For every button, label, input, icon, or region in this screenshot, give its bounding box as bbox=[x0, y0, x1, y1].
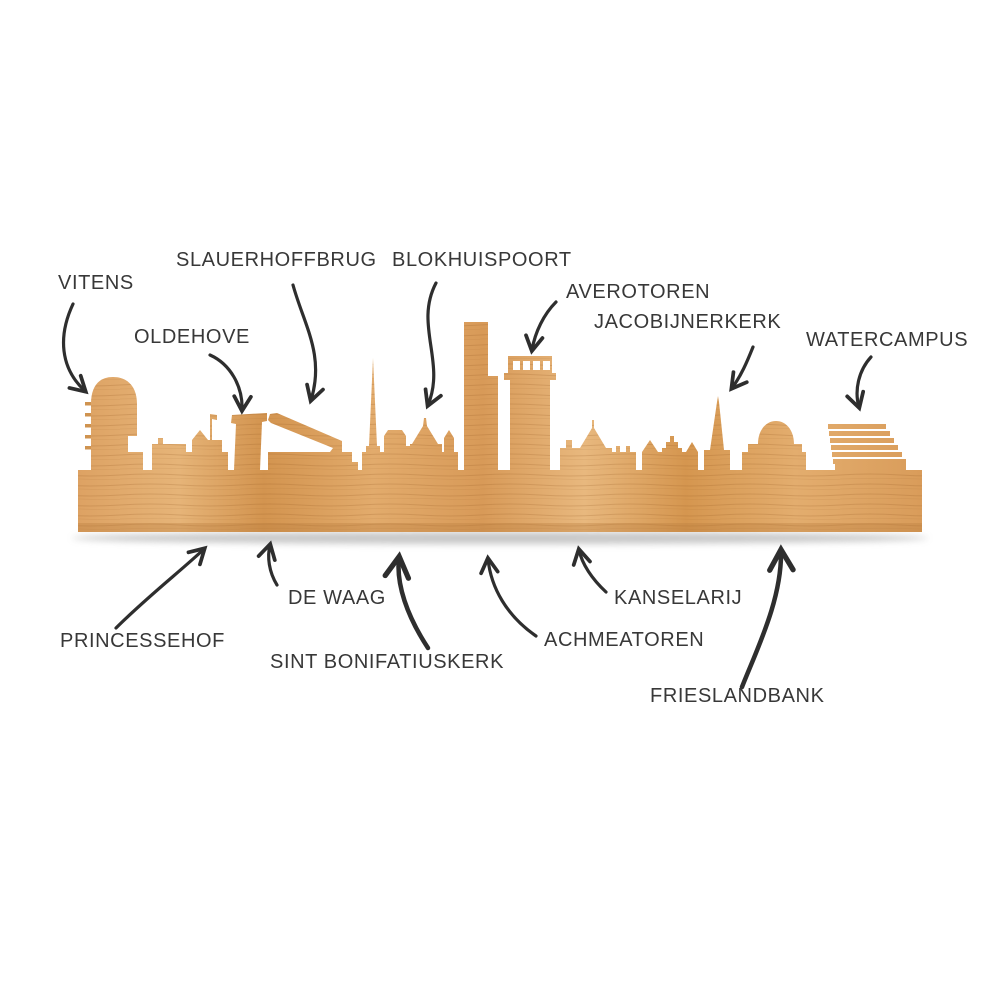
annotation-arrows bbox=[62, 281, 873, 690]
label-frieslandbank: FRIESLANDBANK bbox=[650, 685, 825, 707]
arrow-slauerhoffbrug bbox=[291, 283, 325, 405]
arrow-de-waag bbox=[256, 540, 279, 587]
watercampus-slats bbox=[828, 424, 906, 470]
label-slauerhoffbrug: SLAUERHOFFBRUG bbox=[176, 249, 377, 271]
arrow-blokhuispoort bbox=[423, 281, 443, 410]
arrow-achmeatoren bbox=[479, 554, 538, 638]
arrow-vitens bbox=[62, 302, 89, 395]
label-sint-bonifatiuskerk: SINT BONIFATIUSKERK bbox=[270, 651, 505, 673]
label-jacobijnerkerk: JACOBIJNERKERK bbox=[594, 311, 782, 333]
label-kanselarij: KANSELARIJ bbox=[614, 587, 743, 609]
averotoren-windows bbox=[513, 361, 550, 370]
label-vitens: VITENS bbox=[58, 272, 134, 294]
label-princessehof: PRINCESSEHOF bbox=[60, 630, 226, 652]
arrow-averotoren bbox=[524, 300, 558, 355]
label-watercampus: WATERCAMPUS bbox=[806, 329, 969, 351]
board-shadow bbox=[72, 532, 928, 544]
arrow-frieslandbank bbox=[739, 544, 796, 690]
arrow-sint-bonifatiuskerk bbox=[382, 551, 431, 651]
arrow-oldehove bbox=[208, 353, 253, 415]
label-achmeatoren: ACHMEATOREN bbox=[544, 629, 705, 651]
arrow-jacobijnerkerk bbox=[729, 345, 755, 392]
board-bottom-edge bbox=[78, 523, 922, 532]
label-averotoren: AVEROTOREN bbox=[566, 281, 711, 303]
label-de-waag: DE WAAG bbox=[288, 587, 386, 609]
arrow-watercampus bbox=[845, 355, 873, 412]
arrow-kanselarij bbox=[571, 545, 608, 594]
label-oldehove: OLDEHOVE bbox=[134, 326, 250, 348]
arrow-princessehof bbox=[114, 545, 208, 630]
vitens-fins bbox=[85, 402, 91, 450]
skyline-silhouette bbox=[78, 322, 922, 532]
label-blokhuispoort: BLOKHUISPOORT bbox=[392, 249, 572, 271]
